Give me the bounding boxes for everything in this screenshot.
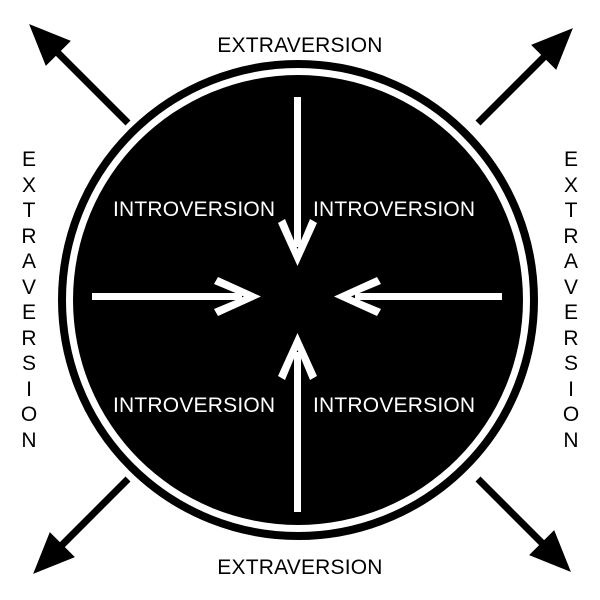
- label-letter: N: [21, 428, 37, 452]
- label-letter: A: [21, 250, 36, 273]
- label-letter: E: [563, 301, 578, 324]
- introversion-label-bottom-left: INTROVERSION: [113, 394, 276, 417]
- label-letter: R: [563, 326, 579, 350]
- inward-arrow-up: [278, 333, 317, 512]
- label-letter: A: [563, 250, 578, 273]
- label-letter: E: [563, 148, 578, 171]
- label-letter: N: [563, 428, 579, 452]
- label-letter: O: [20, 403, 38, 426]
- label-letter: X: [21, 173, 36, 197]
- label-letter: T: [564, 199, 578, 222]
- inward-arrow-down: [278, 97, 317, 266]
- label-letter: E: [21, 148, 36, 171]
- outward-arrow-up-right: [475, 28, 573, 126]
- label-letter: I: [26, 377, 32, 401]
- label-letter: O: [562, 403, 580, 426]
- extraversion-label-bottom: EXTRAVERSION: [217, 556, 383, 579]
- outer-ring: [58, 60, 538, 540]
- center-disk: [73, 75, 523, 525]
- label-letter: I: [568, 377, 574, 401]
- label-letter: R: [21, 224, 37, 248]
- label-letter: V: [563, 275, 578, 299]
- introversion-label-top-right: INTROVERSION: [313, 198, 476, 221]
- extraversion-label-top: EXTRAVERSION: [217, 34, 383, 57]
- outward-arrow-down-right: [475, 476, 571, 572]
- label-letter: T: [22, 199, 36, 222]
- label-letter: V: [21, 275, 36, 299]
- introversion-label-bottom-right: INTROVERSION: [313, 394, 476, 417]
- label-letter: E: [21, 301, 36, 324]
- inward-arrow-left: [334, 277, 502, 316]
- inward-arrow-right: [92, 277, 261, 316]
- outward-arrow-down-left: [33, 476, 131, 574]
- label-letter: S: [563, 352, 578, 375]
- label-letter: X: [563, 173, 578, 197]
- label-letter: R: [563, 224, 579, 248]
- label-letter: R: [21, 326, 37, 350]
- label-letter: S: [21, 352, 36, 375]
- introversion-label-top-left: INTROVERSION: [113, 198, 276, 221]
- outward-arrow-up-left: [29, 24, 131, 126]
